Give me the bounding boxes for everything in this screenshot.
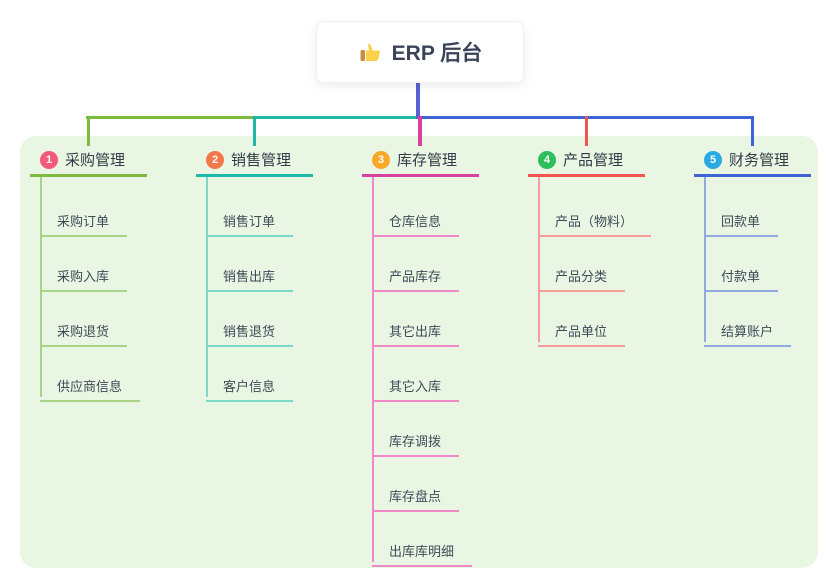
child-node[interactable]: 产品单位: [538, 314, 626, 347]
child-node[interactable]: 产品库存: [372, 259, 460, 292]
branch-drop-line: [87, 116, 90, 146]
thumbs-up-icon: [358, 40, 382, 64]
branch-number-badge: 5: [704, 150, 722, 169]
branch-underline: [362, 174, 479, 177]
branch-number-badge: 1: [40, 150, 58, 169]
child-node[interactable]: 产品分类: [538, 259, 626, 292]
branch-node[interactable]: 2 销售管理: [206, 149, 291, 170]
child-node[interactable]: 销售退货: [206, 314, 294, 347]
child-node[interactable]: 库存调拨: [372, 424, 460, 457]
child-node[interactable]: 其它出库: [372, 314, 460, 347]
children-connector-line: [538, 177, 540, 342]
child-node[interactable]: 回款单: [704, 204, 779, 237]
branch-drop-line: [253, 116, 256, 146]
child-node[interactable]: 供应商信息: [40, 369, 141, 402]
branch-node[interactable]: 5 财务管理: [704, 149, 789, 170]
child-node[interactable]: 仓库信息: [372, 204, 460, 237]
branch-underline: [528, 174, 645, 177]
branch-label: 采购管理: [65, 152, 126, 169]
branch-label: 库存管理: [397, 152, 458, 169]
children-connector-line: [206, 177, 208, 397]
child-node[interactable]: 客户信息: [206, 369, 294, 402]
child-node[interactable]: 出库库明细: [372, 534, 473, 567]
child-node[interactable]: 结算账户: [704, 314, 792, 347]
children-connector-line: [704, 177, 706, 342]
branch-drop-line: [418, 116, 422, 146]
child-node[interactable]: 销售出库: [206, 259, 294, 292]
root-title: ERP 后台: [391, 42, 483, 65]
branches-panel: [20, 136, 818, 568]
branch-underline: [196, 174, 313, 177]
children-connector-line: [40, 177, 42, 397]
branch-node[interactable]: 1 采购管理: [40, 149, 125, 170]
child-node[interactable]: 采购入库: [40, 259, 128, 292]
branch-drop-line: [751, 116, 754, 146]
child-node[interactable]: 库存盘点: [372, 479, 460, 512]
branch-number-badge: 2: [206, 150, 224, 169]
branch-drop-line: [585, 116, 588, 146]
child-node[interactable]: 其它入库: [372, 369, 460, 402]
child-node[interactable]: 销售订单: [206, 204, 294, 237]
branch-node[interactable]: 3 库存管理: [372, 149, 457, 170]
root-node[interactable]: ERP 后台: [316, 21, 524, 83]
branch-underline: [30, 174, 147, 177]
children-connector-line: [372, 177, 374, 562]
child-node[interactable]: 采购订单: [40, 204, 128, 237]
branch-label: 产品管理: [563, 152, 624, 169]
child-node[interactable]: 付款单: [704, 259, 779, 292]
branch-number-badge: 4: [538, 150, 556, 169]
branch-label: 销售管理: [231, 152, 292, 169]
spine-left-outer: [86, 116, 254, 119]
branch-label: 财务管理: [729, 152, 790, 169]
branch-node[interactable]: 4 产品管理: [538, 149, 623, 170]
branch-underline: [694, 174, 811, 177]
spine-left-inner: [254, 116, 416, 119]
root-connector-line: [416, 81, 420, 119]
child-node[interactable]: 产品（物料）: [538, 204, 652, 237]
child-node[interactable]: 采购退货: [40, 314, 128, 347]
branch-number-badge: 3: [372, 150, 390, 169]
